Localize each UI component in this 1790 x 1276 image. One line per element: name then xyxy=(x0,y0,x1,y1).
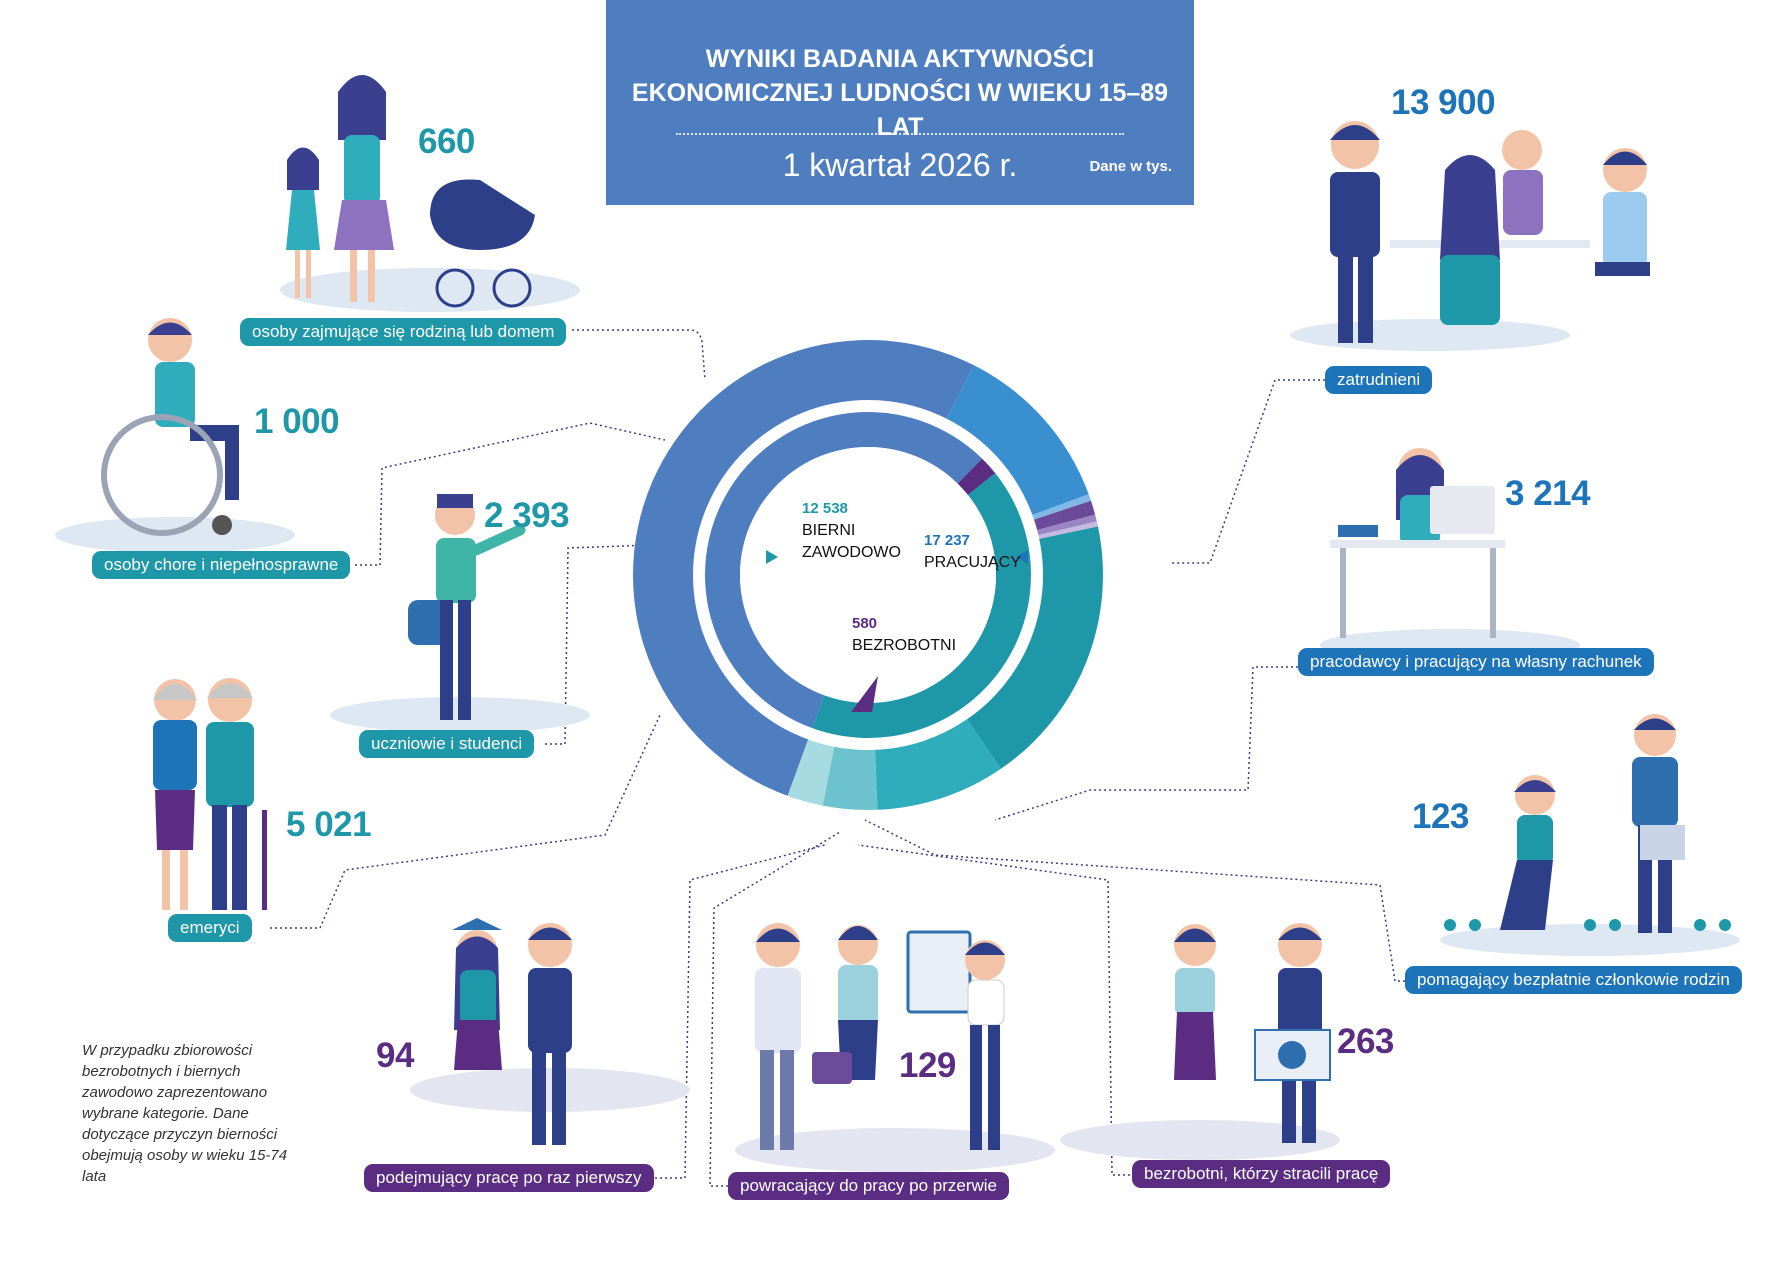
outer-slice-6 xyxy=(966,526,1103,769)
donut-center xyxy=(740,447,996,703)
value-chorzy: 1 000 xyxy=(254,402,340,441)
bierni-line2: ZAWODOWO xyxy=(802,544,901,561)
connector-stracili xyxy=(857,844,1135,1176)
value-emeryci: 5 021 xyxy=(286,805,372,844)
connector-pierwszy xyxy=(645,844,826,1179)
arrow-pracujacy xyxy=(1016,550,1028,564)
label-pierwszy: podejmujący pracę po raz pierwszy xyxy=(364,1164,654,1192)
connector-zatrudnieni xyxy=(1170,379,1325,564)
bierni-line1: BIERNI xyxy=(802,522,856,539)
value-zatrudnieni: 13 900 xyxy=(1391,83,1496,122)
label-bierni: 12 538 BIERNI ZAWODOWO xyxy=(802,498,901,564)
inner-slice-2 xyxy=(812,473,1031,738)
value-pracodawcy: 3 214 xyxy=(1505,474,1591,513)
title-line-2: EKONOMICZNEJ LUDNOŚCI W WIEKU 15–89 LAT xyxy=(631,79,1169,141)
label-rodzina: osoby zajmujące się rodziną lub domem xyxy=(240,318,567,346)
value-pierwszy: 94 xyxy=(376,1036,414,1075)
page-title: WYNIKI BADANIA AKTYWNOŚCI EKONOMICZNEJ L… xyxy=(606,42,1194,144)
outer-slice-8 xyxy=(822,746,878,810)
arrow-bezrobotni xyxy=(851,676,878,712)
value-uczniowie: 2 393 xyxy=(484,496,570,535)
connector-chorzy xyxy=(355,422,666,566)
outer-slice-1 xyxy=(946,365,1089,515)
student-illustration xyxy=(330,494,590,733)
label-powracajacy: powracający do pracy po przerwie xyxy=(728,1172,1010,1200)
bezrobotni-text: BEZROBOTNI xyxy=(852,637,957,654)
arrow-bierni xyxy=(766,550,778,564)
outer-slice-4 xyxy=(1037,514,1097,536)
label-emeryci: emeryci xyxy=(168,914,252,942)
inner-ring xyxy=(704,412,1031,738)
outer-slice-7 xyxy=(875,719,1001,810)
connector-uczniowie xyxy=(545,544,651,745)
unit-note: Dane w tys. xyxy=(1089,158,1172,175)
first-job-illustration xyxy=(410,918,690,1145)
outer-slice-2 xyxy=(1032,494,1091,520)
value-stracili: 263 xyxy=(1337,1022,1394,1061)
value-pomagajacy: 123 xyxy=(1412,797,1469,836)
value-rodzina: 660 xyxy=(418,122,475,161)
outer-slice-0 xyxy=(632,339,974,796)
pracujacy-value: 17 237 xyxy=(924,532,970,549)
period-label: 1 kwartał 2026 r. xyxy=(782,147,1018,183)
outer-slice-9 xyxy=(787,739,835,806)
office-illustration xyxy=(1290,121,1650,351)
title-line-1: WYNIKI BADANIA AKTYWNOŚCI xyxy=(705,45,1095,73)
label-pomagajacy: pomagający bezpłatnie członkowie rodzin xyxy=(1405,966,1742,994)
header-box: WYNIKI BADANIA AKTYWNOŚCI EKONOMICZNEJ L… xyxy=(606,0,1194,205)
label-stracili: bezrobotni, którzy stracili pracę xyxy=(1132,1160,1391,1188)
seniors-illustration xyxy=(153,678,267,910)
outer-ring xyxy=(632,339,1103,810)
outer-slice-5 xyxy=(1038,521,1098,539)
pracujacy-text: PRACUJĄCY xyxy=(924,554,1021,571)
bezrobotni-value: 580 xyxy=(852,615,878,632)
bierni-value: 12 538 xyxy=(802,500,848,517)
lost-job-illustration xyxy=(1060,923,1340,1160)
wheelchair-illustration xyxy=(55,318,295,553)
footnote: W przypadku zbiorowości bezrobotnych i b… xyxy=(82,1042,288,1185)
value-powracajacy: 129 xyxy=(899,1046,956,1085)
label-pracujacy: 17 237 PRACUJĄCY xyxy=(924,530,1021,574)
connector-pracodawcy xyxy=(994,666,1313,821)
returning-illustration xyxy=(735,923,1055,1172)
label-uczniowie: uczniowie i studenci xyxy=(359,730,535,758)
connector-rodzina xyxy=(572,329,706,381)
label-bezrobotni: 580 BEZROBOTNI xyxy=(852,613,956,657)
title-divider xyxy=(676,133,1124,135)
label-chorzy: osoby chore i niepełnosprawne xyxy=(92,551,351,579)
outer-slice-3 xyxy=(1034,500,1096,531)
garden-illustration xyxy=(1440,714,1740,956)
family-illustration xyxy=(280,75,580,312)
employer-illustration xyxy=(1320,448,1580,661)
label-zatrudnieni: zatrudnieni xyxy=(1325,366,1433,394)
inner-slice-0 xyxy=(704,412,983,729)
inner-slice-1 xyxy=(957,458,996,495)
label-pracodawcy: pracodawcy i pracujący na własny rachune… xyxy=(1298,648,1654,676)
